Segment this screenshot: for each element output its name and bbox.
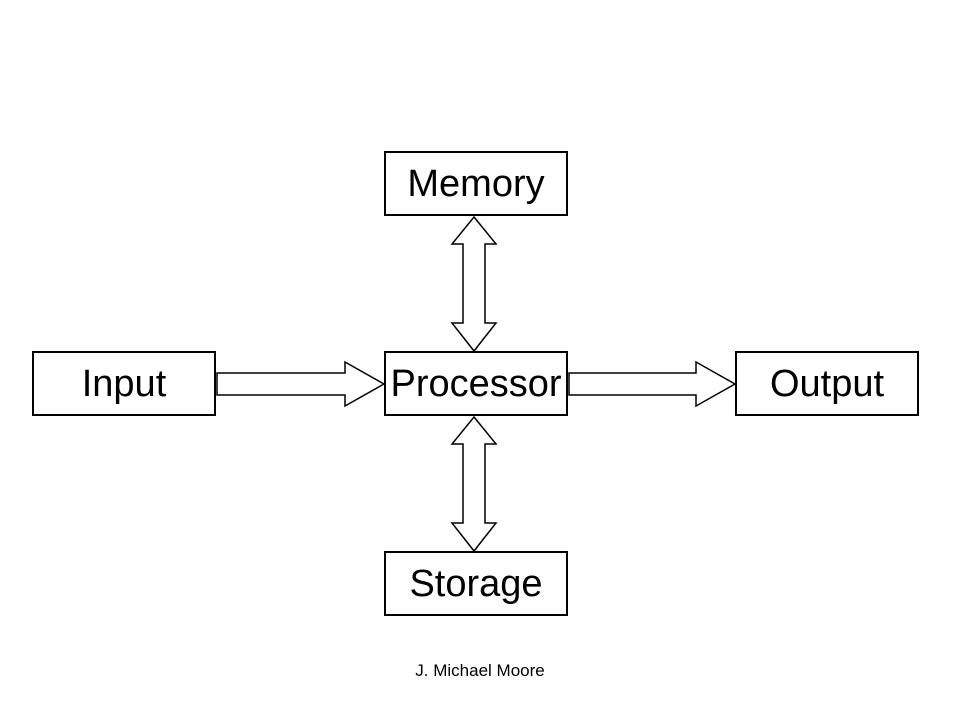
arrow-processor-to-output	[568, 360, 737, 408]
arrow-processor-storage	[450, 415, 498, 553]
memory-box: Memory	[384, 151, 568, 216]
output-label: Output	[769, 362, 885, 405]
storage-label: Storage	[409, 562, 543, 605]
arrow-processor-memory	[450, 215, 498, 353]
footer-author: J. Michael Moore	[415, 661, 545, 680]
input-box: Input	[32, 351, 216, 416]
arrow-input-to-processor	[216, 360, 386, 408]
output-box: Output	[735, 351, 919, 416]
storage-box: Storage	[384, 551, 568, 616]
memory-label: Memory	[407, 162, 545, 205]
processor-box: Processor	[384, 351, 568, 416]
input-label: Input	[81, 362, 167, 405]
processor-label: Processor	[390, 362, 562, 405]
